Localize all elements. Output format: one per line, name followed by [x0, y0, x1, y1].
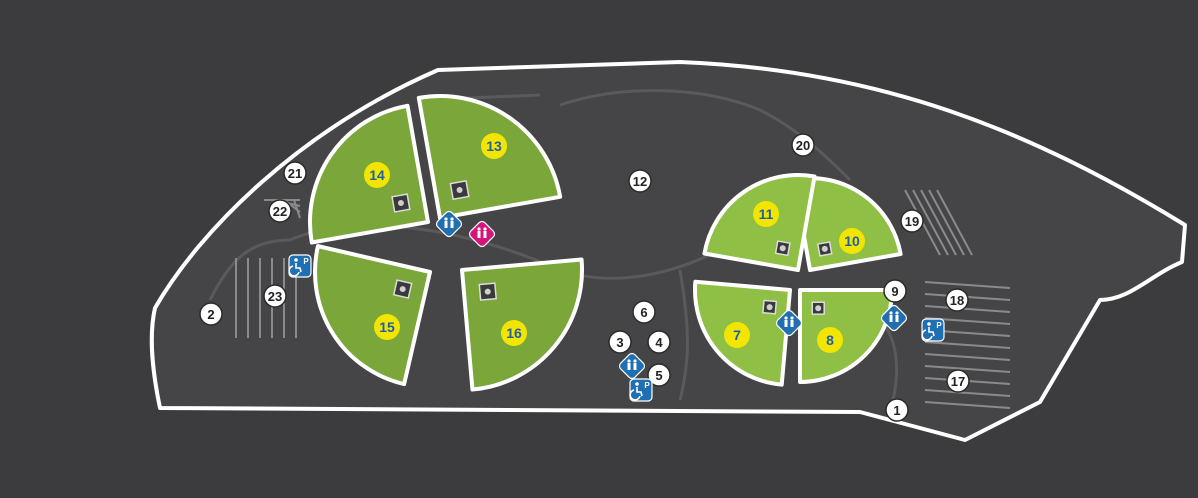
- field-badge-label: 13: [486, 138, 502, 154]
- marker-label: 1: [893, 403, 900, 418]
- marker-label: 2: [207, 307, 214, 322]
- marker-21[interactable]: 21: [283, 161, 307, 185]
- marker-label: 21: [288, 166, 302, 181]
- field-16[interactable]: 16: [460, 257, 584, 392]
- field-badge-label: 10: [844, 233, 860, 249]
- marker-5[interactable]: 5: [647, 363, 671, 387]
- field-badge-label: 15: [379, 319, 395, 335]
- marker-3[interactable]: 3: [608, 330, 632, 354]
- accessible-parking-icon[interactable]: P: [629, 378, 653, 402]
- field-badge-label: 14: [369, 167, 385, 183]
- field-badge: 13: [481, 133, 507, 159]
- pitchers-mound: [779, 245, 786, 252]
- restroom-icon[interactable]: [435, 210, 463, 238]
- marker-label: 19: [905, 214, 919, 229]
- marker-18[interactable]: 18: [945, 288, 969, 312]
- marker-23[interactable]: 23: [263, 284, 287, 308]
- field-badge: 14: [364, 162, 390, 188]
- field-8[interactable]: 8: [798, 288, 894, 384]
- marker-label: 6: [640, 305, 647, 320]
- family-restroom-icon[interactable]: [468, 220, 496, 248]
- pitchers-mound: [821, 245, 828, 252]
- field-15[interactable]: 15: [313, 244, 432, 387]
- parking-letter: P: [644, 381, 650, 390]
- fields-layer: 7 8 10 11 13 14 15 16: [308, 94, 903, 392]
- field-badge: 7: [724, 322, 750, 348]
- pitchers-mound: [456, 187, 463, 194]
- marker-label: 18: [950, 293, 964, 308]
- pitchers-mound: [397, 200, 404, 207]
- pitchers-mound: [484, 288, 491, 295]
- accessible-parking-icon[interactable]: P: [921, 318, 945, 342]
- marker-label: 3: [616, 335, 623, 350]
- marker-9[interactable]: 9: [883, 279, 907, 303]
- marker-label: 12: [633, 174, 647, 189]
- marker-label: 17: [951, 374, 965, 389]
- restroom-icon[interactable]: [618, 352, 646, 380]
- field-badge: 16: [501, 320, 527, 346]
- restroom-icon[interactable]: [880, 304, 908, 332]
- pitchers-mound: [815, 305, 822, 312]
- field-badge: 11: [753, 201, 779, 227]
- field-13[interactable]: 13: [416, 94, 563, 220]
- parking-letter: P: [936, 321, 942, 330]
- marker-label: 5: [655, 368, 662, 383]
- accessible-parking-icon[interactable]: P: [288, 254, 312, 278]
- marker-label: 4: [655, 335, 663, 350]
- marker-6[interactable]: 6: [632, 300, 656, 324]
- marker-19[interactable]: 19: [900, 209, 924, 233]
- field-badge: 10: [839, 228, 865, 254]
- restroom-icon[interactable]: [775, 309, 803, 337]
- field-badge: 8: [817, 327, 843, 353]
- marker-22[interactable]: 22: [268, 199, 292, 223]
- marker-12[interactable]: 12: [628, 169, 652, 193]
- field-7[interactable]: 7: [693, 279, 792, 387]
- marker-1[interactable]: 1: [885, 398, 909, 422]
- marker-20[interactable]: 20: [791, 133, 815, 157]
- marker-label: 20: [796, 138, 810, 153]
- marker-4[interactable]: 4: [647, 330, 671, 354]
- parking-letter: P: [303, 257, 309, 266]
- field-badge-label: 7: [733, 327, 741, 343]
- park-boundary: [149, 60, 1187, 442]
- field-badge: 15: [374, 314, 400, 340]
- field-badge-label: 8: [826, 332, 834, 348]
- pitchers-mound: [766, 304, 773, 311]
- marker-17[interactable]: 17: [946, 369, 970, 393]
- marker-2[interactable]: 2: [199, 302, 223, 326]
- marker-label: 23: [268, 289, 282, 304]
- field-11[interactable]: 11: [702, 173, 817, 272]
- field-14[interactable]: 14: [308, 103, 430, 245]
- marker-label: 9: [891, 284, 898, 299]
- pitchers-mound: [399, 286, 406, 293]
- facility-icons: P P P: [288, 210, 945, 402]
- field-badge-label: 16: [506, 325, 522, 341]
- marker-label: 22: [273, 204, 287, 219]
- field-badge-label: 11: [759, 206, 774, 222]
